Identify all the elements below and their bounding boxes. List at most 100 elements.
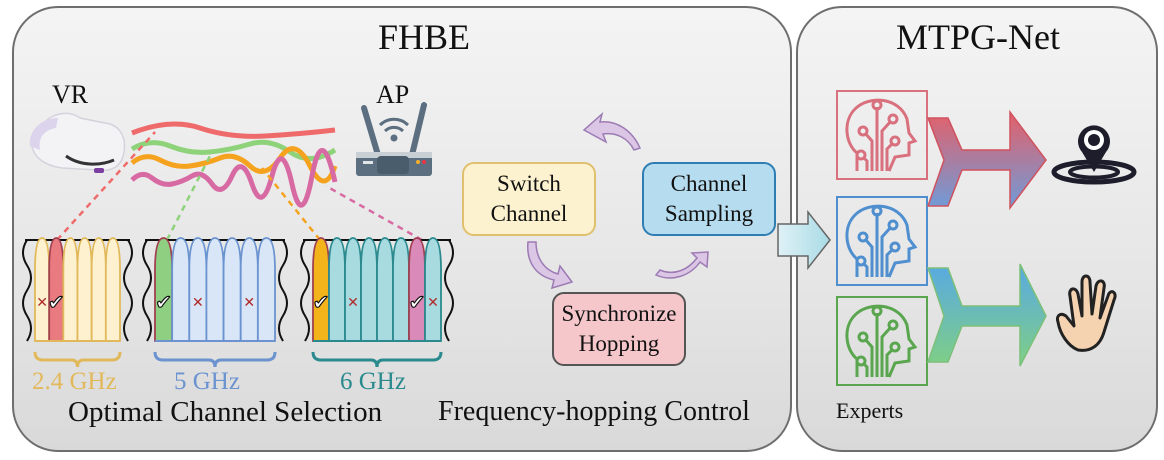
arrow-sampling-to-switch — [582, 111, 642, 151]
channel — [90, 237, 107, 342]
circuit-node — [889, 241, 901, 253]
experts-group — [836, 90, 928, 386]
channel-spectra: ✕✔✔✕✕✔✕✔✕ — [22, 237, 454, 368]
channel — [344, 237, 362, 342]
arrow-sync-to-sampling — [654, 251, 709, 279]
cross-mark-icon: ✕ — [36, 295, 48, 311]
switch-channel-line2: Channel — [490, 201, 568, 226]
check-mark-icon: ✔ — [48, 290, 65, 314]
fusion-arrow-gesture — [926, 263, 1047, 367]
wave-pink — [130, 148, 338, 208]
spectrum-wavy-edge — [444, 239, 454, 342]
circuit-node — [855, 149, 867, 161]
cross-mark-icon: ✕ — [427, 295, 439, 311]
band-label-2-4ghz: 2.4 GHz — [32, 368, 117, 395]
check-mark-icon: ✔ — [155, 290, 172, 314]
head-outline — [845, 98, 918, 172]
router-icon — [356, 102, 432, 176]
channel — [424, 237, 442, 342]
circuit-node — [857, 331, 869, 343]
circuit-node — [871, 205, 883, 217]
signal-waves — [130, 121, 338, 208]
hand-icon — [1056, 274, 1117, 352]
ap-label: AP — [376, 80, 410, 109]
arrow-switch-to-sync — [527, 241, 574, 290]
circuit-lines — [861, 107, 895, 171]
band-label-6ghz: 6 GHz — [340, 368, 406, 395]
circuit-node — [889, 341, 901, 353]
band-label-5ghz: 5 GHz — [174, 368, 240, 395]
mtpg-net-panel — [796, 6, 1158, 452]
cross-mark-icon: ✕ — [347, 295, 359, 311]
vr-label: VR — [52, 80, 89, 109]
mtpg-net-title: MTPG-Net — [896, 17, 1060, 57]
channel — [62, 237, 79, 342]
circuit-lines — [861, 313, 895, 377]
expert-frame — [836, 296, 928, 386]
frequency-hopping-control-label: Frequency-hopping Control — [438, 396, 750, 427]
circuit-node — [889, 135, 901, 147]
channel — [188, 237, 208, 342]
synchronize-hopping-line1: Synchronize — [561, 301, 677, 326]
wave-green — [130, 139, 337, 161]
fusion-arrow-localization — [926, 109, 1047, 211]
cross-mark-icon: ✕ — [243, 295, 255, 311]
head-outline — [845, 204, 918, 278]
circuit-lines — [861, 213, 895, 277]
synchronize-hopping-line2: Hopping — [578, 331, 660, 356]
wave-orange — [130, 146, 338, 184]
channel — [171, 237, 191, 342]
spectrum-band: ✔ ✕ ✕ — [142, 237, 288, 368]
channel — [104, 237, 121, 342]
location-target-icon — [1051, 125, 1137, 185]
cross-mark-icon: ✕ — [192, 295, 204, 311]
circuit-node — [855, 355, 867, 367]
band-brace — [33, 351, 122, 368]
channel — [256, 237, 276, 342]
channel — [360, 237, 378, 342]
circuit-node — [871, 99, 883, 111]
check-mark-icon: ✔ — [409, 290, 426, 314]
wave-red — [131, 121, 336, 139]
channel-sampling-line2: Sampling — [664, 201, 754, 226]
channel — [376, 237, 394, 342]
spectrum-wavy-edge — [142, 239, 152, 342]
circuit-node — [855, 255, 867, 267]
spectrum-wavy-edge — [300, 239, 310, 342]
channel — [222, 237, 242, 342]
fhbe-to-mtpg-arrow — [777, 209, 831, 271]
vr-headset-icon — [29, 112, 126, 173]
band-brace — [153, 351, 277, 368]
switch-channel-line1: Switch — [497, 171, 561, 196]
expert-frame — [836, 90, 928, 180]
spectrum-wavy-edge — [22, 239, 32, 342]
circuit-node — [871, 305, 883, 317]
circuit-node — [887, 113, 899, 125]
channel — [239, 237, 259, 342]
expert-brain-icon — [836, 296, 928, 386]
head-outline — [845, 304, 918, 378]
circuit-node — [887, 319, 899, 331]
expert-frame — [836, 196, 928, 286]
optimal-channel-selection-label: Optimal Channel Selection — [68, 396, 383, 428]
circuit-node — [857, 231, 869, 243]
spectrum-wavy-edge — [123, 239, 133, 342]
spectrum-wavy-edge — [278, 239, 288, 342]
experts-label: Experts — [836, 398, 904, 423]
check-mark-icon: ✔ — [313, 290, 330, 314]
channel — [392, 237, 410, 342]
expert-brain-icon — [836, 196, 928, 286]
fhbe-title: FHBE — [378, 17, 471, 57]
circuit-node — [857, 125, 869, 137]
expert-brain-icon — [836, 90, 928, 180]
hopping-cycle-arrows — [527, 111, 709, 290]
spectrum-band: ✕✔ — [22, 237, 133, 368]
channel-sampling-line1: Channel — [670, 171, 748, 196]
channel — [205, 237, 225, 342]
channel — [328, 237, 346, 342]
band-brace — [311, 351, 443, 368]
